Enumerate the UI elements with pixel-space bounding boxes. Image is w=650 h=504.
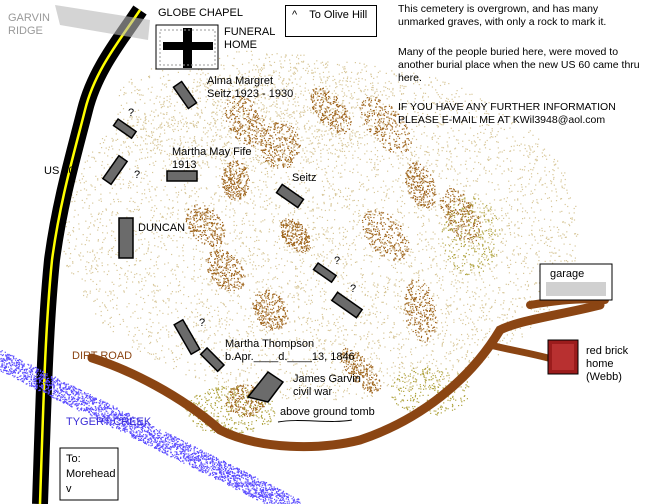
us60-label: US 60 (44, 165, 75, 177)
alma-margret-label: Alma Margret Seitz 1923 - 1930 (207, 75, 294, 100)
olive-hill-sign: ^ To Olive Hill (285, 5, 377, 37)
martha-may-label: Martha May Fife 1913 (172, 146, 252, 171)
tomb-label: above ground tomb (280, 406, 375, 418)
funeral-home-cross-horizontal (163, 42, 213, 50)
grave-markers (101, 80, 364, 403)
tygert-creek-water (0, 350, 301, 504)
funeral-home-label: FUNERAL HOME (224, 26, 276, 51)
note-moved: Many of the people buried here, were mov… (398, 46, 640, 84)
garvin-ridge-label: GARVIN RIDGE (8, 12, 50, 37)
ridge-shading (55, 5, 150, 40)
dirt-road-spur (486, 341, 559, 364)
brick-home-label: red brick home (Webb) (586, 345, 629, 383)
globe-chapel-label: GLOBE CHAPEL (158, 7, 243, 19)
ground-speckles (60, 50, 579, 434)
dirt-road-label: DIRT ROAD (72, 350, 133, 362)
morehead-label: To: Morehead v (66, 453, 116, 495)
morehead-sign-box (59, 447, 119, 501)
olive-hill-label: ^ To Olive Hill (292, 9, 368, 21)
tygert-creek-label: TYGERT CREEK (66, 416, 152, 428)
james-garvin-label: James Garvin civil war (293, 373, 361, 398)
dirt-road (87, 300, 605, 452)
question-mark-3: ? (334, 255, 341, 267)
martha-thompson-label: Martha Thompson b.Apr.____d.____13, 1846 (225, 338, 355, 363)
seitz-label: Seitz (292, 172, 317, 184)
question-mark-4: ? (350, 283, 357, 295)
question-mark-5: ? (199, 317, 206, 329)
garage-label: garage (550, 268, 585, 280)
note-contact: IF YOU HAVE ANY FURTHER INFORMATION PLEA… (398, 101, 616, 126)
question-mark-1: ? (128, 107, 135, 119)
note-overgrown: This cemetery is overgrown, and has many… (398, 3, 607, 28)
question-mark-2: ? (134, 169, 141, 181)
tomb-underline (277, 419, 353, 423)
duncan-label: DUNCAN (138, 222, 186, 234)
